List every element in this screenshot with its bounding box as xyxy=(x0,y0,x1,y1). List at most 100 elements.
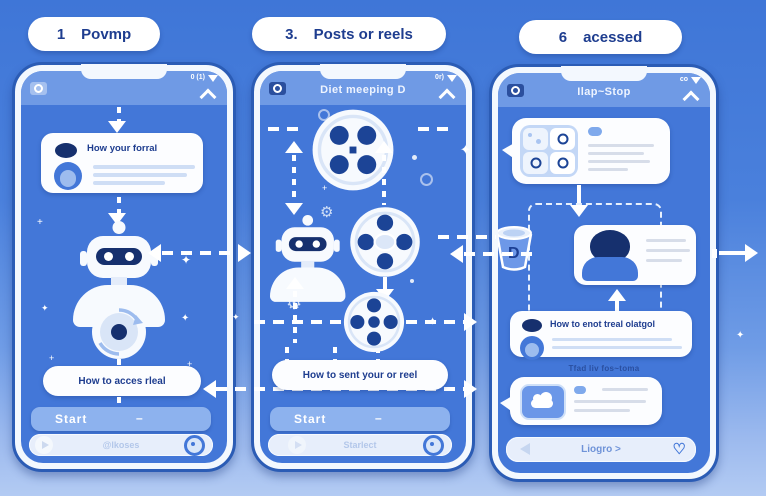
robot-head xyxy=(87,236,151,278)
text-line xyxy=(646,259,682,262)
text-line xyxy=(93,181,165,185)
start-dash: – xyxy=(375,411,382,425)
back-icon[interactable] xyxy=(520,443,530,455)
arrow-down xyxy=(108,121,126,133)
play-button[interactable] xyxy=(288,436,306,454)
film-reel-icon xyxy=(350,207,420,277)
app-tile[interactable] xyxy=(523,128,548,150)
pill-text: How to sent your or reel xyxy=(302,369,418,381)
phone-3: Ilap~Stop co xyxy=(489,64,719,482)
bottom-label: Liogro > xyxy=(581,444,621,455)
connector-dotted xyxy=(292,155,296,203)
dash-decoration xyxy=(418,127,452,131)
robot-neck xyxy=(111,277,127,286)
phone-notch xyxy=(561,66,647,81)
app-tile[interactable] xyxy=(550,152,575,174)
caption-pill: How to acces rleal xyxy=(43,366,201,396)
connector-dotted xyxy=(117,107,121,121)
heart-icon[interactable]: ♡ xyxy=(672,441,686,458)
connector-dotted xyxy=(293,291,297,343)
status-text: 0r) xyxy=(435,74,444,81)
robot-visor xyxy=(288,237,327,252)
phone-3-screen: Ilap~Stop co xyxy=(498,73,710,473)
connector-dotted xyxy=(333,347,337,361)
dot-decoration xyxy=(412,155,417,160)
text-line xyxy=(552,346,682,349)
text-line xyxy=(93,173,187,177)
person-body xyxy=(582,257,638,281)
text-line xyxy=(552,338,672,341)
robot-body xyxy=(270,267,346,302)
record-button[interactable] xyxy=(184,435,205,456)
caption-text: Tfad liv fos~toma xyxy=(568,364,640,373)
sparkle-icon: + xyxy=(37,217,43,228)
start-label: Start xyxy=(55,412,88,426)
robot-neck xyxy=(301,260,315,269)
arrow-shaft xyxy=(383,277,387,291)
handle-text: Starlect xyxy=(343,440,377,450)
text-line xyxy=(588,144,654,147)
camera-icon[interactable] xyxy=(269,82,286,95)
robot-eye xyxy=(312,240,321,248)
connector-dotted xyxy=(117,397,121,407)
header-title: Diet meeping D xyxy=(320,84,406,96)
robot-eye xyxy=(125,252,134,261)
step-text: Posts or reels xyxy=(313,25,413,43)
connector-dotted xyxy=(382,155,386,205)
bottom-bar: Liogro > ♡ xyxy=(506,437,696,462)
gear-icon: ⚙ xyxy=(320,204,334,221)
dot-icon xyxy=(522,319,542,332)
phone-notch xyxy=(81,64,167,79)
robot-visor xyxy=(96,248,142,265)
arrow-down xyxy=(570,205,588,217)
robot-antenna xyxy=(302,215,314,226)
app-tile[interactable] xyxy=(523,152,548,174)
step-text: Povmp xyxy=(81,25,132,43)
arrow-up xyxy=(375,141,393,153)
arrow-up xyxy=(286,277,304,289)
card-title: How to enot treal olatgol xyxy=(550,319,655,329)
message-card: How to enot treal olatgol xyxy=(510,311,692,360)
step-number: 3. xyxy=(285,25,298,43)
arrow-up xyxy=(285,141,303,153)
step-label-3: 6 acessed xyxy=(519,20,682,54)
status-text: 0 (1) xyxy=(190,74,205,81)
bucket-icon: D xyxy=(498,226,533,271)
record-button[interactable] xyxy=(423,435,444,456)
sparkle-icon: ✦ xyxy=(460,142,471,157)
sparkle-icon: ✦ xyxy=(181,313,190,324)
phone-2-screen: Diet meeping D 0r) xyxy=(260,71,466,463)
bubble-tail xyxy=(502,142,516,160)
text-line xyxy=(93,165,195,169)
start-button[interactable]: Start – xyxy=(31,407,211,431)
avatar xyxy=(520,336,544,360)
step-label-2: 3. Posts or reels xyxy=(252,17,446,51)
dot-decoration xyxy=(410,279,414,283)
film-reel-icon xyxy=(343,291,405,353)
camera-icon[interactable] xyxy=(30,82,47,95)
person-avatar xyxy=(590,230,630,262)
camera-icon[interactable] xyxy=(507,84,524,97)
arrow-shaft xyxy=(577,185,581,207)
connector-dotted xyxy=(376,347,380,361)
app-tile[interactable] xyxy=(550,128,575,150)
connector-dotted xyxy=(117,359,121,367)
step-number: 6 xyxy=(558,28,568,46)
phone-notch xyxy=(320,64,406,79)
play-button[interactable] xyxy=(35,436,53,454)
start-button[interactable]: Start – xyxy=(270,407,450,431)
start-label: Start xyxy=(294,412,327,426)
dash-decoration xyxy=(268,127,302,131)
wifi-icon xyxy=(208,75,218,82)
apps-bubble xyxy=(502,118,670,184)
header-title: Ilap~Stop xyxy=(577,86,631,98)
card-title: How your forral xyxy=(87,143,158,154)
cloud-icon xyxy=(531,392,553,408)
ring-decoration xyxy=(420,173,433,186)
step-text: acessed xyxy=(583,28,643,46)
step-number: 1 xyxy=(56,25,66,43)
step-label-1: 1 Povmp xyxy=(28,17,160,51)
accent-chip xyxy=(588,127,602,136)
phone-1: 0 (1) How your forral xyxy=(12,62,236,472)
disc-icon xyxy=(92,305,146,359)
